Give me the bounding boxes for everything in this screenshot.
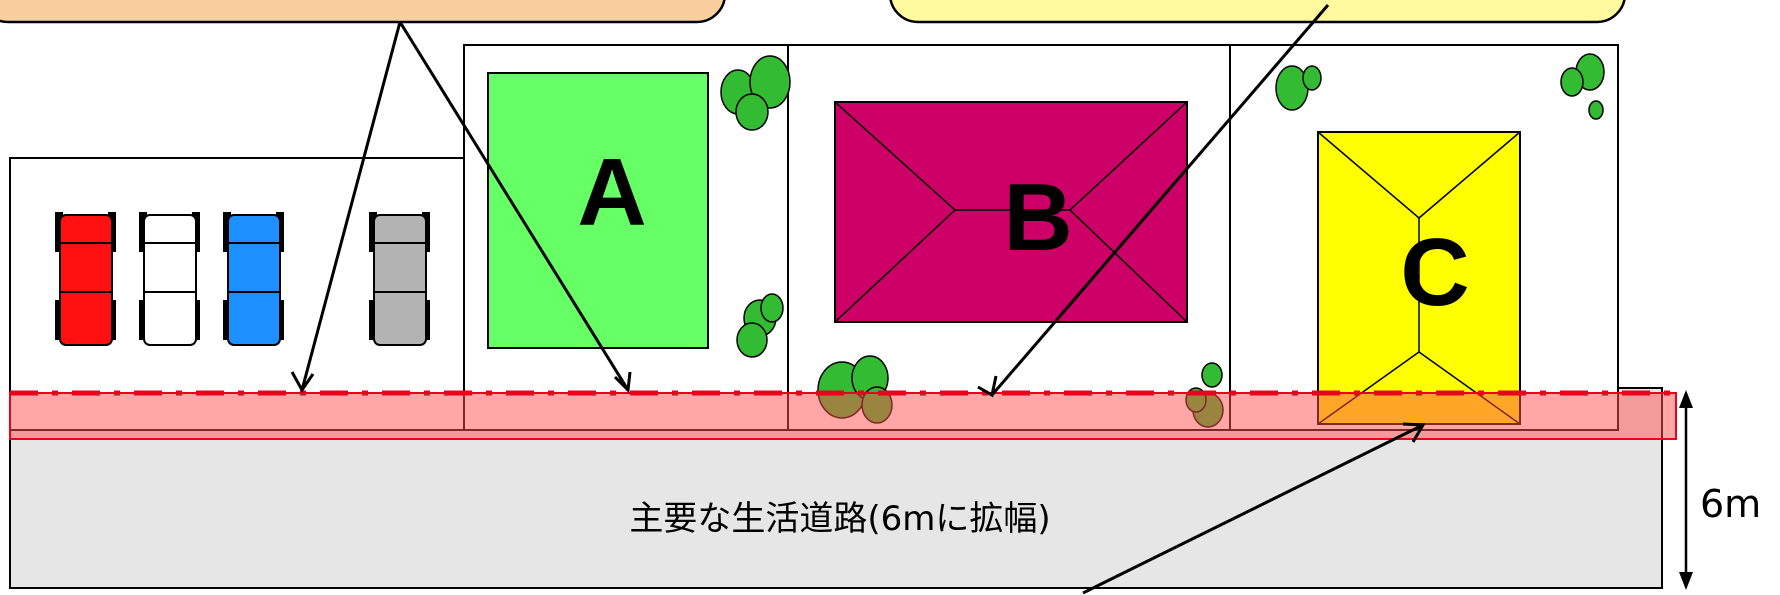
building-a [487,72,709,349]
tree-c-right [1560,53,1605,120]
tree-a-bottom [736,293,784,358]
tree-c-left [1275,65,1322,111]
road-label: 主要な生活道路(6mに拡幅) [629,499,1050,539]
lot-b-label: B [1003,164,1072,271]
callout-box-right [889,0,1626,24]
car-white [139,212,200,346]
widening-strip [9,392,1677,440]
car-blue [223,212,284,346]
building-c-roof [1317,131,1521,425]
road-width-dimension [1679,390,1693,590]
road-width-label: 6m [1700,482,1761,526]
car-gray [369,212,430,346]
lot-c-label: C [1400,219,1469,326]
car-red [55,212,116,346]
building-b-roof [834,101,1188,323]
tree-a-top [720,55,791,131]
arrow-heads [290,371,1426,443]
lot-a-label: A [577,139,646,246]
callout-box-left [0,0,726,24]
leader-arrows [300,4,1424,595]
